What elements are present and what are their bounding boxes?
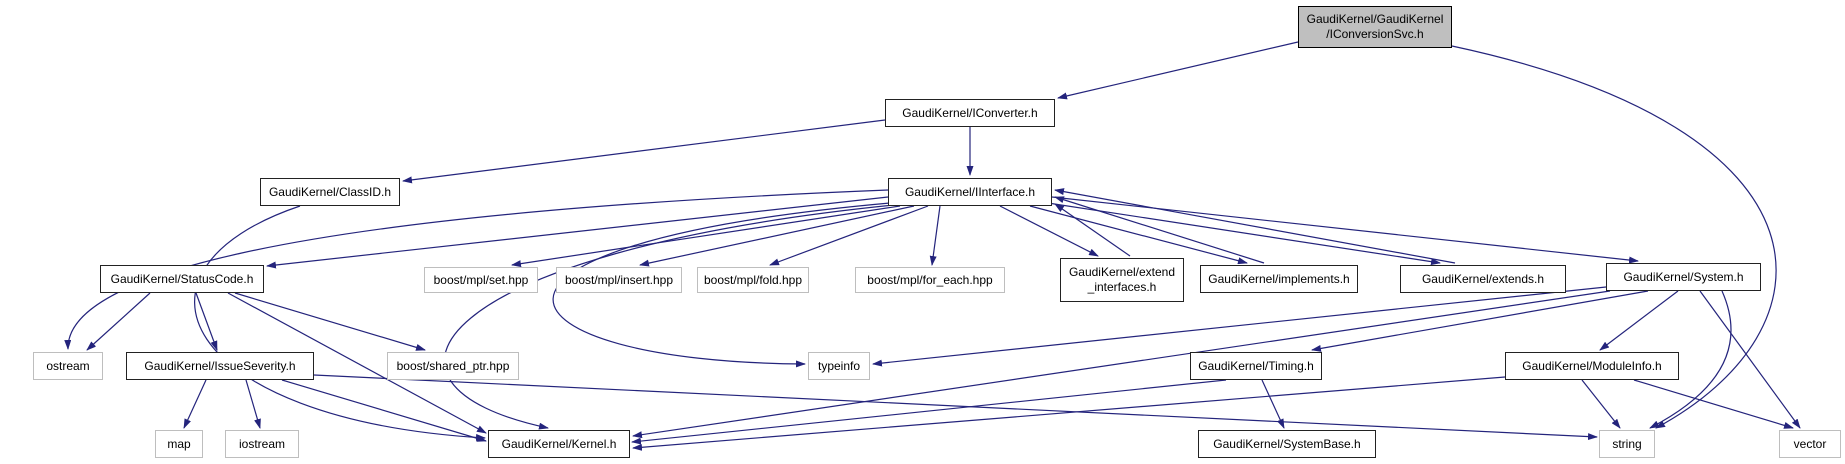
node-iostream[interactable]: iostream — [225, 430, 299, 458]
node-classid[interactable]: GaudiKernel/ClassID.h — [260, 178, 400, 206]
edge-iinterface-mpl_set — [511, 205, 901, 268]
edge-iconverter-classid — [402, 119, 886, 184]
edge-issueseverity-iostream — [245, 379, 261, 429]
edge-system-kernel — [632, 290, 1611, 439]
edge-iinterface-mpl_insert — [639, 205, 915, 267]
edge-iinterface-mpl_fold — [769, 205, 929, 266]
node-iinterface[interactable]: GaudiKernel/IInterface.h — [888, 178, 1052, 206]
node-system[interactable]: GaudiKernel/System.h — [1606, 263, 1761, 291]
node-extend_interfaces[interactable]: GaudiKernel/extend_interfaces.h — [1060, 258, 1184, 302]
node-mpl_set[interactable]: boost/mpl/set.hpp — [424, 267, 538, 293]
node-label: _interfaces.h — [1087, 280, 1157, 294]
edge-classid-kernel — [194, 205, 486, 441]
edge-moduleinfo-kernel — [632, 376, 1506, 451]
node-label: string — [1612, 436, 1642, 451]
edge-statuscode-kernel — [227, 292, 487, 434]
node-label: boost/mpl/insert.hpp — [564, 272, 674, 287]
edge-iinterface-mpl_foreach — [929, 205, 941, 266]
edge-iinterface-system — [1051, 196, 1639, 264]
node-map[interactable]: map — [155, 430, 203, 458]
node-iconversionsvc[interactable]: GaudiKernel/GaudiKernel/IConversionSvc.h — [1298, 6, 1452, 48]
edge-extend_interfaces-iinterface — [1054, 203, 1131, 257]
node-shared_ptr[interactable]: boost/shared_ptr.hpp — [387, 352, 519, 380]
node-iconverter[interactable]: GaudiKernel/IConverter.h — [885, 99, 1055, 127]
node-moduleinfo[interactable]: GaudiKernel/ModuleInfo.h — [1505, 352, 1679, 380]
node-label: boost/mpl/for_each.hpp — [867, 272, 993, 287]
edge-moduleinfo-string — [1581, 379, 1621, 429]
edge-system-timing — [1311, 290, 1649, 352]
node-extends[interactable]: GaudiKernel/extends.h — [1400, 265, 1566, 293]
node-mpl_insert[interactable]: boost/mpl/insert.hpp — [556, 267, 682, 293]
edge-issueseverity-string — [313, 374, 1598, 441]
node-mpl_fold[interactable]: boost/mpl/fold.hpp — [697, 267, 809, 293]
node-string[interactable]: string — [1599, 430, 1655, 458]
node-label: GaudiKernel/GaudiKernel — [1306, 12, 1444, 26]
node-label: vector — [1793, 436, 1827, 451]
node-implements[interactable]: GaudiKernel/implements.h — [1200, 265, 1358, 293]
edge-system-string — [1649, 290, 1732, 429]
edge-iinterface-kernel — [443, 204, 895, 430]
edge-timing-systembase — [1261, 379, 1285, 429]
node-timing[interactable]: GaudiKernel/Timing.h — [1190, 352, 1322, 380]
node-label: GaudiKernel/ModuleInfo.h — [1522, 358, 1662, 373]
edge-statuscode-ostream — [86, 292, 151, 351]
edge-iinterface-typeinfo — [552, 202, 891, 368]
node-label: iostream — [238, 436, 285, 451]
node-issueseverity[interactable]: GaudiKernel/IssueSeverity.h — [126, 352, 314, 380]
edge-system-moduleinfo — [1599, 290, 1679, 351]
edge-iconversionsvc-iconverter — [1057, 41, 1299, 100]
edge-extends-iinterface — [1054, 188, 1456, 264]
edge-moduleinfo-vector — [1633, 379, 1794, 429]
node-label: GaudiKernel/Kernel.h — [501, 436, 617, 451]
edge-issueseverity-map — [183, 379, 207, 429]
node-label: GaudiKernel/implements.h — [1208, 271, 1350, 286]
edge-timing-kernel — [631, 379, 1227, 445]
node-kernel[interactable]: GaudiKernel/Kernel.h — [488, 430, 630, 458]
node-label: GaudiKernel/extend — [1068, 265, 1176, 279]
node-label: GaudiKernel/SystemBase.h — [1213, 436, 1361, 451]
edge-issueseverity-kernel — [281, 379, 487, 442]
node-label: map — [167, 436, 191, 451]
node-ostream[interactable]: ostream — [33, 352, 103, 380]
node-statuscode[interactable]: GaudiKernel/StatusCode.h — [100, 265, 264, 293]
node-label: typeinfo — [817, 358, 861, 373]
node-label: ostream — [46, 358, 90, 373]
node-label: boost/mpl/set.hpp — [433, 272, 529, 287]
node-label: GaudiKernel/Timing.h — [1198, 358, 1314, 373]
node-typeinfo[interactable]: typeinfo — [808, 352, 870, 380]
edge-iinterface-implements — [1029, 205, 1248, 265]
node-label: GaudiKernel/ClassID.h — [268, 184, 392, 199]
node-mpl_foreach[interactable]: boost/mpl/for_each.hpp — [855, 267, 1005, 293]
node-label: /IConversionSvc.h — [1326, 27, 1424, 41]
node-label: boost/shared_ptr.hpp — [396, 358, 510, 373]
edge-implements-iinterface — [1054, 196, 1265, 264]
node-label: GaudiKernel/StatusCode.h — [110, 271, 254, 286]
edge-iinterface-ostream — [64, 189, 889, 350]
edge-statuscode-shared_ptr — [234, 292, 426, 351]
node-label: GaudiKernel/IConverter.h — [902, 105, 1038, 120]
edge-iinterface-extend_interfaces — [999, 205, 1099, 257]
edge-system-vector — [1699, 290, 1801, 429]
node-label: GaudiKernel/System.h — [1623, 269, 1744, 284]
node-label: GaudiKernel/extends.h — [1421, 271, 1545, 286]
node-label: GaudiKernel/IssueSeverity.h — [144, 358, 296, 373]
node-label: GaudiKernel/IInterface.h — [904, 184, 1036, 199]
edge-iinterface-statuscode — [266, 196, 889, 269]
edge-iconversionsvc-string — [1451, 45, 1777, 429]
edge-iinterface-extends — [1047, 202, 1441, 266]
node-label: boost/mpl/fold.hpp — [703, 272, 803, 287]
node-vector[interactable]: vector — [1779, 430, 1841, 458]
node-systembase[interactable]: GaudiKernel/SystemBase.h — [1198, 430, 1376, 458]
edge-system-typeinfo — [872, 286, 1607, 367]
edge-statuscode-issueseverity — [195, 292, 218, 351]
